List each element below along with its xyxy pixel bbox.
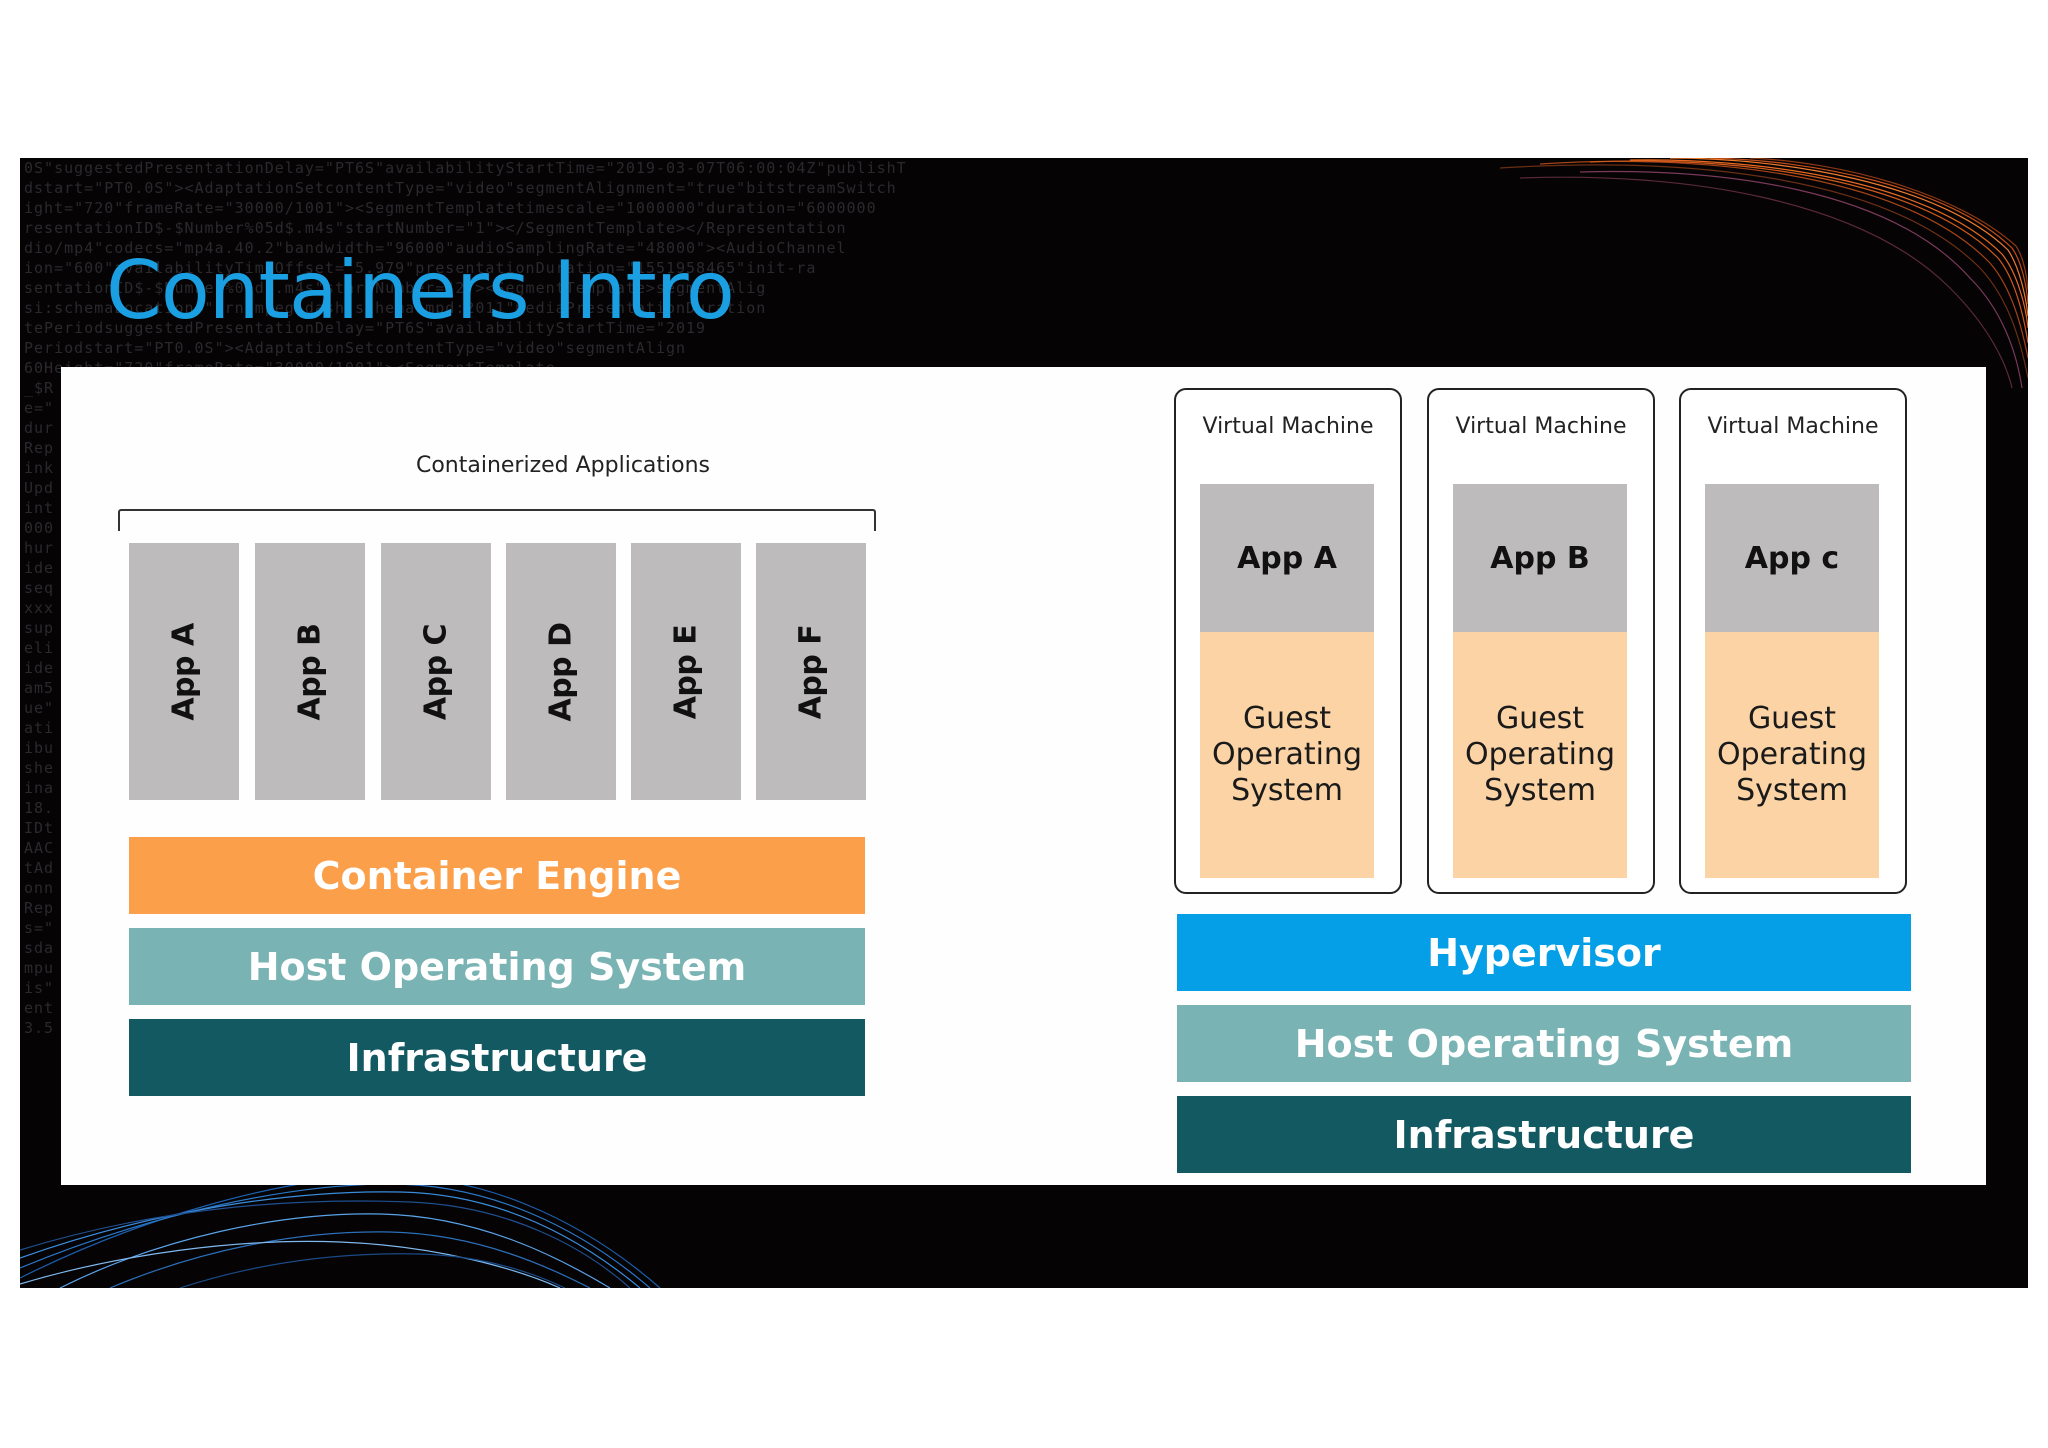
container-app: App F bbox=[756, 543, 866, 800]
virtual-machine: Virtual Machine App c Guest Operating Sy… bbox=[1679, 388, 1907, 894]
background-code-line: ati bbox=[24, 719, 55, 737]
diagram-panel: Containerized Applications App A App B A… bbox=[61, 367, 1986, 1185]
background-code-line: sentationID$-$Number%05d$.m4s"startNumbe… bbox=[24, 279, 767, 297]
background-code-line: ue" bbox=[24, 699, 55, 717]
background-code-line: onn bbox=[24, 879, 55, 897]
background-code-line: Periodstart="PT0.0S"><AdaptationSetconte… bbox=[24, 339, 687, 357]
vm-guest-os: Guest Operating System bbox=[1705, 632, 1879, 878]
slide: 0S"suggestedPresentationDelay="PT6S"avai… bbox=[20, 158, 2028, 1288]
container-host-os-layer: Host Operating System bbox=[129, 928, 865, 1005]
background-code-line: ion="600"availabilityTimeOffset="5.979"p… bbox=[24, 259, 817, 277]
vm-guest-os: Guest Operating System bbox=[1200, 632, 1374, 878]
background-code-line: dstart="PT0.0S"><AdaptationSetcontentTyp… bbox=[24, 179, 897, 197]
background-code-line: dur bbox=[24, 419, 55, 437]
background-code-line: _$R bbox=[24, 379, 55, 397]
background-code-line: 0S"suggestedPresentationDelay="PT6S"avai… bbox=[24, 159, 907, 177]
background-code-line: eli bbox=[24, 639, 55, 657]
container-app-label: App D bbox=[543, 621, 579, 722]
hypervisor-layer: Hypervisor bbox=[1177, 914, 1911, 991]
container-engine-layer: Container Engine bbox=[129, 837, 865, 914]
background-code-line: hur bbox=[24, 539, 55, 557]
container-app-label: App C bbox=[418, 623, 454, 720]
vm-host-os-layer: Host Operating System bbox=[1177, 1005, 1911, 1082]
background-code-line: IDt bbox=[24, 819, 55, 837]
background-code-line: ight="720"frameRate="30000/1001"><Segmen… bbox=[24, 199, 877, 217]
background-code-line: tAd bbox=[24, 859, 55, 877]
background-code-line: resentationID$-$Number%05d$.m4s"startNum… bbox=[24, 219, 847, 237]
vm-app: App A bbox=[1200, 484, 1374, 632]
vm-infrastructure-layer: Infrastructure bbox=[1177, 1096, 1911, 1173]
apps-bracket bbox=[118, 509, 876, 531]
background-code-line: si:schemaLocation="urn:mpeg:dash:schema:… bbox=[24, 299, 767, 317]
vm-app: App B bbox=[1453, 484, 1627, 632]
background-code-line: tePeriodsuggestedPresentationDelay="PT6S… bbox=[24, 319, 707, 337]
container-app: App A bbox=[129, 543, 239, 800]
background-code-line: 3.5 bbox=[24, 1019, 55, 1037]
background-code-line: am5 bbox=[24, 679, 55, 697]
background-code-line: ink bbox=[24, 459, 55, 477]
background-code-line: sup bbox=[24, 619, 55, 637]
slide-title: Containers Intro bbox=[106, 244, 735, 337]
background-code-line: 000 bbox=[24, 519, 55, 537]
virtual-machine: Virtual Machine App B Guest Operating Sy… bbox=[1427, 388, 1655, 894]
background-code-line: 18. bbox=[24, 799, 55, 817]
background-code-line: AAC bbox=[24, 839, 55, 857]
vm-guest-os: Guest Operating System bbox=[1453, 632, 1627, 878]
background-code-line: she bbox=[24, 759, 55, 777]
background-code-line: is" bbox=[24, 979, 55, 997]
vm-app: App c bbox=[1705, 484, 1879, 632]
background-code-line: Rep bbox=[24, 439, 55, 457]
vm-title: Virtual Machine bbox=[1202, 414, 1374, 439]
background-code-line: seq bbox=[24, 579, 55, 597]
container-app-label: App E bbox=[668, 624, 704, 719]
background-code-line: ibu bbox=[24, 739, 55, 757]
background-code-line: xxx bbox=[24, 599, 55, 617]
background-code-line: ide bbox=[24, 659, 55, 677]
container-app: App D bbox=[506, 543, 616, 800]
background-code-line: Upd bbox=[24, 479, 55, 497]
container-app: App E bbox=[631, 543, 741, 800]
background-code-line: sda bbox=[24, 939, 55, 957]
containerized-applications-label: Containerized Applications bbox=[415, 453, 711, 478]
background-code-line: int bbox=[24, 499, 55, 517]
background-code-line: ina bbox=[24, 779, 55, 797]
background-code-line: e=" bbox=[24, 399, 55, 417]
orange-swoosh-decoration bbox=[1499, 158, 2028, 388]
background-code-line: dio/mp4"codecs="mp4a.40.2"bandwidth="960… bbox=[24, 239, 847, 257]
background-code-line: Rep bbox=[24, 899, 55, 917]
background-code-line: ent bbox=[24, 999, 55, 1017]
container-app-label: App B bbox=[292, 623, 328, 720]
background-code-line: mpu bbox=[24, 959, 55, 977]
virtual-machine: Virtual Machine App A Guest Operating Sy… bbox=[1174, 388, 1402, 894]
background-code-line: s=" bbox=[24, 919, 55, 937]
container-app-label: App A bbox=[166, 622, 202, 721]
vm-title: Virtual Machine bbox=[1455, 414, 1627, 439]
container-app-label: App F bbox=[793, 624, 829, 719]
container-infrastructure-layer: Infrastructure bbox=[129, 1019, 865, 1096]
container-app: App B bbox=[255, 543, 365, 800]
vm-title: Virtual Machine bbox=[1707, 414, 1879, 439]
container-apps-row: App A App B App C App D App E App F bbox=[129, 543, 866, 800]
background-code-texture: 0S"suggestedPresentationDelay="PT6S"avai… bbox=[24, 158, 1124, 1158]
container-app: App C bbox=[381, 543, 491, 800]
background-code-line: ide bbox=[24, 559, 55, 577]
